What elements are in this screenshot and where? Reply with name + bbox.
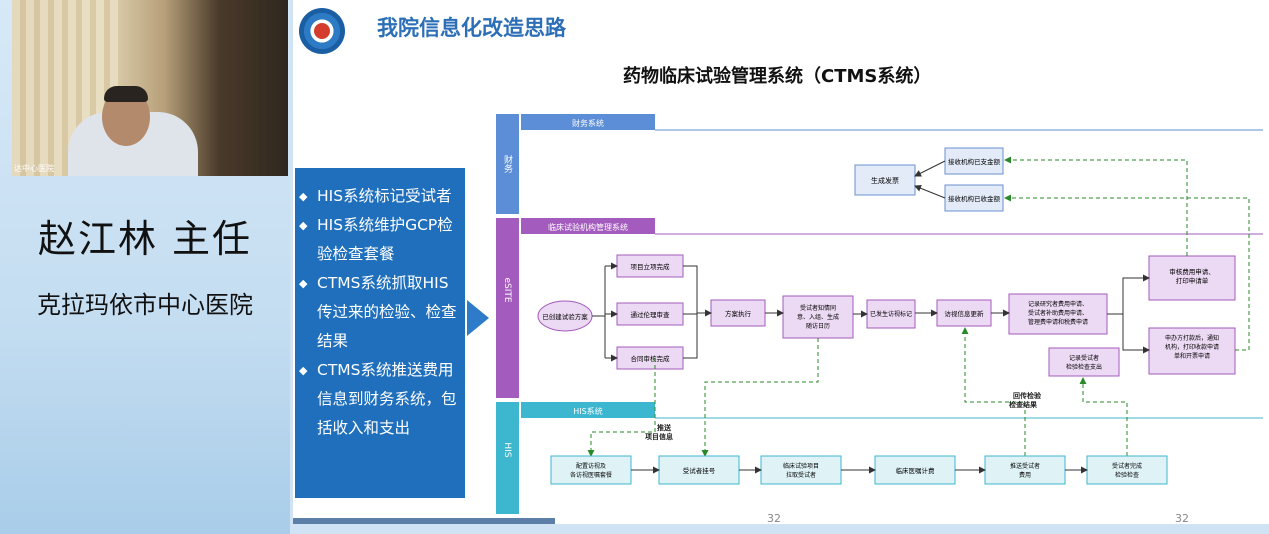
annotation-push-project: 推送项目信息	[645, 423, 673, 441]
node-subject-enrollment	[782, 295, 854, 339]
node-project-approved-text: 项目立项完成	[631, 262, 671, 271]
his-header-text: HIS系统	[573, 406, 602, 416]
node-invoice-text: 生成发票	[871, 176, 899, 185]
node-registration-text: 受试者挂号	[683, 466, 716, 475]
speaker-hospital: 克拉玛依市中心医院	[37, 291, 253, 319]
node-exam-expense-text: 记录受试者检验检查支出	[1066, 354, 1102, 371]
page-number: 32	[767, 512, 781, 524]
esite-header-text: 临床试验机构管理系统	[548, 222, 628, 232]
page-number: 32	[1175, 512, 1189, 524]
speaker-name: 赵江林 主任	[37, 217, 253, 261]
node-configure-visits	[550, 455, 632, 485]
lane-esite-text: eSITE	[502, 277, 512, 302]
lane-finance-label	[496, 114, 519, 214]
node-exam-complete-text: 受试者完成检验检查	[1112, 462, 1142, 479]
node-review-fees	[1148, 255, 1236, 301]
node-invoice	[854, 164, 916, 196]
presenter-video: 达中心医院	[12, 0, 288, 176]
node-sponsor-payment	[1148, 327, 1236, 375]
caption-strip	[293, 518, 555, 524]
node-fee-application-text: 记录研究者费用申请、受试者补助费用申请、管理费申请和税费申请	[1028, 300, 1088, 326]
node-fee-application	[1008, 293, 1108, 335]
node-order-billing	[874, 455, 956, 485]
lane-his-text: HIS	[502, 442, 512, 457]
node-ethics-approved-text: 通过伦理审查	[631, 310, 671, 319]
node-received-amount	[944, 184, 1004, 212]
node-sponsor-payment-text: 申办方打款后，通知机构，打印收款申请单和开票申请	[1165, 334, 1219, 360]
node-push-fees-text: 推送受试者费用	[1010, 462, 1040, 479]
node-paid-amount-text: 接收机构已支金额	[948, 157, 1001, 166]
bullet-item: ◆HIS系统标记受试者	[299, 187, 452, 205]
hospital-logo-icon	[299, 8, 345, 54]
annotation-return-results: 回传检验检查结果	[1009, 391, 1042, 409]
node-visit-marked-text: 已发生访视标记	[870, 310, 912, 318]
node-visit-updated	[936, 299, 992, 327]
node-pull-subjects-text: 临床试验项目拉取受试者	[783, 462, 819, 479]
node-protocol-execution-text: 方案执行	[725, 309, 752, 318]
bullet-item: ◆CTMS系统推送费用信息到财务系统，包括收入和支出	[299, 361, 457, 437]
presenter-panel: 达中心医院 赵江林 主任 克拉玛依市中心医院	[0, 0, 290, 534]
lane-finance-text: 财务	[502, 154, 513, 174]
node-exam-expense	[1048, 347, 1120, 377]
his-header	[521, 402, 655, 418]
node-paid-amount	[944, 147, 1004, 175]
node-pull-subjects	[760, 455, 842, 485]
bullet-box: ◆HIS系统标记受试者 ◆HIS系统维护GCP检验检查套餐 ◆CTMS系统抓取H…	[295, 168, 465, 498]
ctms-flow-diagram: 财务 eSITE HIS 财务系统 临床试验机构管理系统 HIS系统 生成发票 …	[496, 114, 1263, 514]
node-order-billing-text: 临床医嘱计费	[896, 466, 936, 475]
diagram-title: 药物临床试验管理系统（CTMS系统）	[623, 66, 932, 87]
node-received-amount-text: 接收机构已收金额	[948, 194, 1001, 203]
node-review-fees-text: 审核费用申请、打印申请单	[1169, 267, 1215, 285]
node-subject-enrollment-text: 受试者知情同意、入组、生成随访日历	[797, 304, 839, 330]
bullet-item: ◆CTMS系统抓取HIS传过来的检验、检查结果	[299, 274, 457, 350]
video-name-tag: 达中心医院	[14, 164, 54, 173]
lane-esite-label	[496, 218, 519, 398]
lane-his-label	[496, 402, 519, 514]
node-configure-visits-text: 配置访视及各访视医嘱套餐	[570, 462, 612, 479]
node-push-fees	[984, 455, 1066, 485]
finance-header	[521, 114, 655, 130]
arrow-right-icon	[467, 300, 489, 336]
finance-header-text: 财务系统	[572, 118, 604, 128]
presentation-slide: 我院信息化改造思路 药物临床试验管理系统（CTMS系统） ◆HIS系统标记受试者…	[293, 0, 1269, 524]
node-visit-updated-text: 访视信息更新	[945, 309, 985, 318]
node-contract-approved-text: 合同审核完成	[631, 354, 671, 363]
bullet-item: ◆HIS系统维护GCP检验检查套餐	[299, 216, 453, 263]
esite-header	[521, 218, 655, 234]
node-protocol-created-text: 已创建试验方案	[542, 312, 588, 321]
slide-title: 我院信息化改造思路	[377, 16, 566, 40]
node-exam-complete	[1086, 455, 1168, 485]
